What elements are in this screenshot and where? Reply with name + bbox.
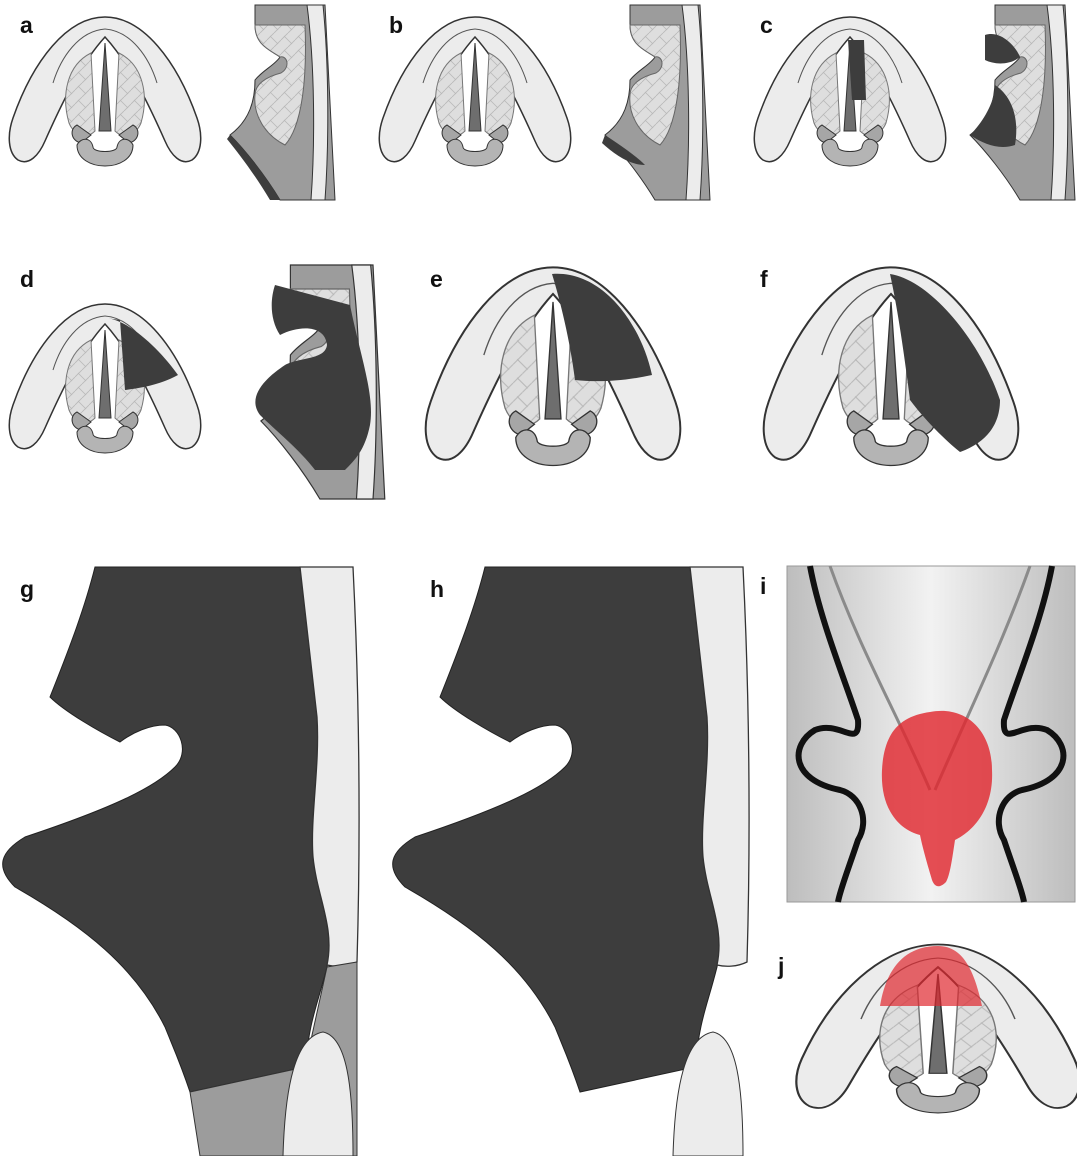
sagittal-large-h — [393, 567, 749, 1156]
coronal-panel-i — [787, 566, 1075, 902]
sagittal-larynx-d — [255, 265, 384, 499]
axial-larynx-d — [9, 304, 200, 453]
sagittal-larynx-c — [970, 5, 1075, 200]
sagittal-larynx-b — [602, 5, 710, 200]
axial-larynx-b — [379, 17, 570, 166]
axial-larynx-c — [754, 17, 945, 166]
axial-larynx-a — [9, 17, 200, 166]
sagittal-larynx-a — [227, 5, 335, 200]
sagittal-large-g — [3, 567, 359, 1156]
